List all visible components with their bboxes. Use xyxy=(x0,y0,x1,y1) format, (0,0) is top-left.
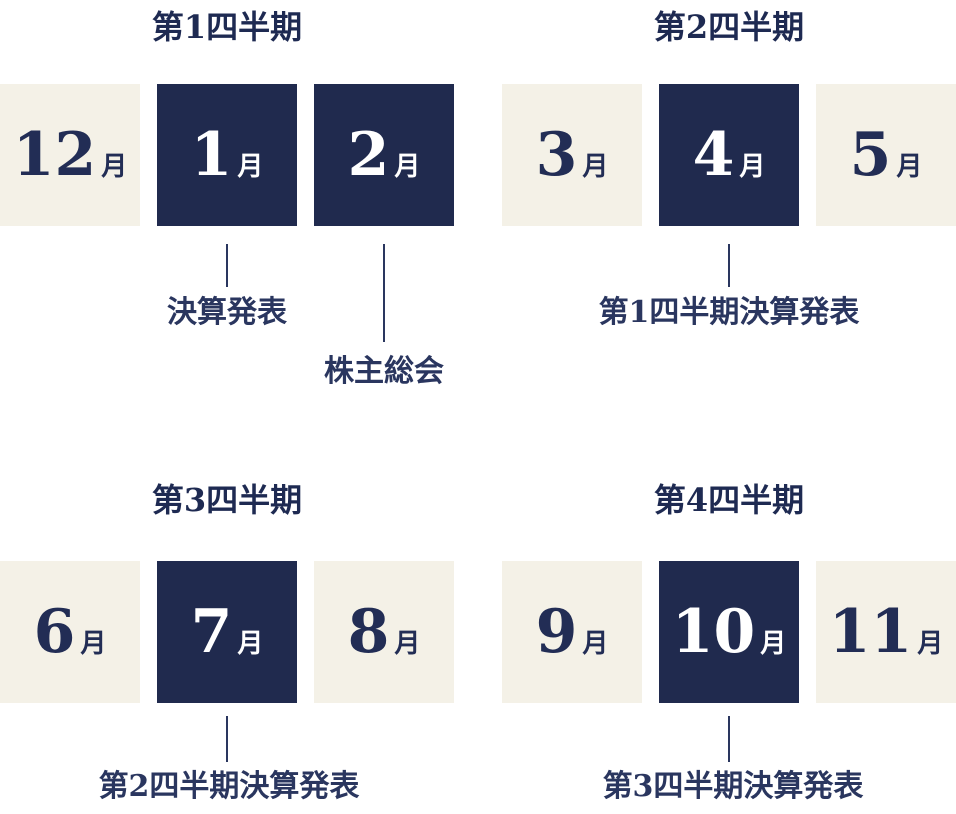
month-number: 5 xyxy=(849,120,892,190)
month-suffix: 月 xyxy=(582,629,609,659)
month-suffix: 月 xyxy=(237,629,264,659)
event-label-kessan-happyou: 決算発表 xyxy=(167,295,287,330)
month-suffix: 月 xyxy=(101,152,128,182)
month-number: 12 xyxy=(12,120,97,190)
month-number: 1 xyxy=(190,120,233,190)
month-suffix: 月 xyxy=(917,629,944,659)
month-suffix: 月 xyxy=(80,629,107,659)
month-suffix: 月 xyxy=(394,152,421,182)
month-number: 3 xyxy=(535,120,578,190)
connector-line-10month xyxy=(728,716,730,762)
event-label-q2-kessan-happyou: 第2四半期決算発表 xyxy=(98,769,360,804)
month-number: 8 xyxy=(347,597,390,667)
month-number: 6 xyxy=(33,597,76,667)
event-label-q3-kessan-happyou: 第3四半期決算発表 xyxy=(602,769,864,804)
quarter-title-q1: 第1四半期 xyxy=(151,8,303,46)
quarter-title-q2: 第2四半期 xyxy=(653,8,805,46)
quarter-title-q4: 第4四半期 xyxy=(653,481,805,519)
month-number: 7 xyxy=(190,597,233,667)
month-number: 2 xyxy=(347,120,390,190)
month-number: 11 xyxy=(828,597,913,667)
connector-line-4month xyxy=(728,244,730,287)
connector-line-2month xyxy=(383,244,385,342)
quarter-title-q3: 第3四半期 xyxy=(151,481,303,519)
event-label-kabunushi-soukai: 株主総会 xyxy=(324,354,444,389)
connector-line-7month xyxy=(226,716,228,762)
event-label-q1-kessan-happyou: 第1四半期決算発表 xyxy=(598,295,860,330)
month-number: 10 xyxy=(671,597,756,667)
month-suffix: 月 xyxy=(760,629,787,659)
month-suffix: 月 xyxy=(394,629,421,659)
month-suffix: 月 xyxy=(237,152,264,182)
connector-line-1month xyxy=(226,244,228,287)
month-number: 9 xyxy=(535,597,578,667)
month-suffix: 月 xyxy=(896,152,923,182)
month-suffix: 月 xyxy=(582,152,609,182)
month-suffix: 月 xyxy=(739,152,766,182)
month-number: 4 xyxy=(692,120,735,190)
